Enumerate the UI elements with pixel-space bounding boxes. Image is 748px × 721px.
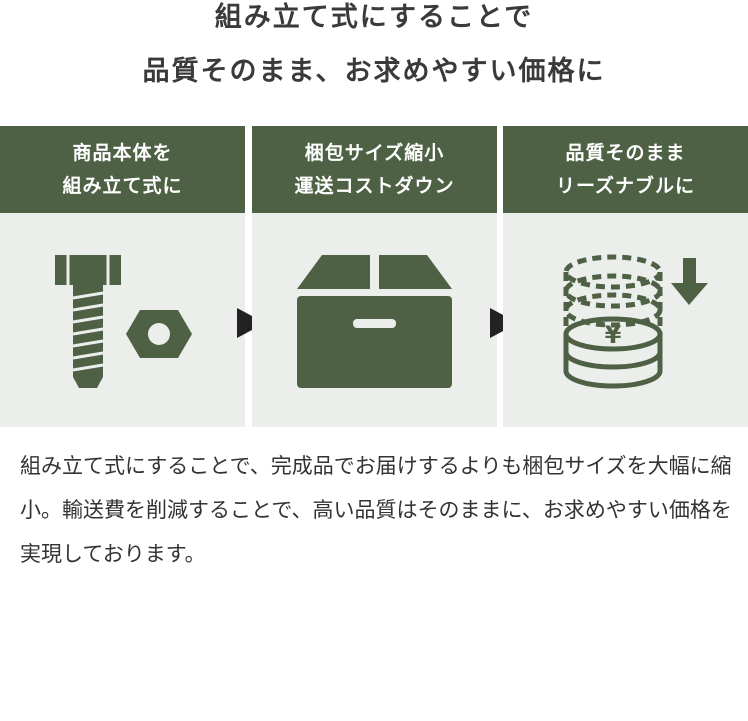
panel-header-line: 梱包サイズ縮小	[304, 141, 445, 164]
coins-down-icon: ¥	[563, 254, 708, 389]
bolt-nut-icon	[55, 255, 192, 388]
title-line-2: 品質そのまま、お求めやすい価格に	[142, 56, 606, 87]
panel-header-line: リーズナブルに	[555, 174, 696, 197]
panel-header: 梱包サイズ縮小運送コストダウン	[252, 126, 497, 213]
panel-price: 品質そのままリーズナブルに ¥	[503, 126, 748, 427]
panel-header-line: 組み立て式に	[62, 174, 183, 197]
panel-header: 品質そのままリーズナブルに	[503, 126, 748, 213]
panel-packaging: 梱包サイズ縮小運送コストダウン	[252, 126, 497, 427]
page-title: 組み立て式にすることで 品質そのまま、お求めやすい価格に	[0, 0, 748, 99]
description-text: 組み立て式にすることで、完成品でお届けするよりも梱包サイズを大幅に縮小。輸送費を…	[20, 454, 732, 566]
panel-header-line: 品質そのまま	[565, 141, 686, 164]
panel-assembly: 商品本体を組み立て式に	[0, 126, 245, 427]
panel-header-line: 運送コストダウン	[294, 174, 455, 197]
title-line-1: 組み立て式にすることで	[214, 2, 534, 33]
panel-header-line: 商品本体を	[72, 141, 173, 164]
box-icon	[297, 255, 452, 388]
svg-text:¥: ¥	[605, 321, 622, 349]
panel-header: 商品本体を組み立て式に	[0, 126, 245, 213]
